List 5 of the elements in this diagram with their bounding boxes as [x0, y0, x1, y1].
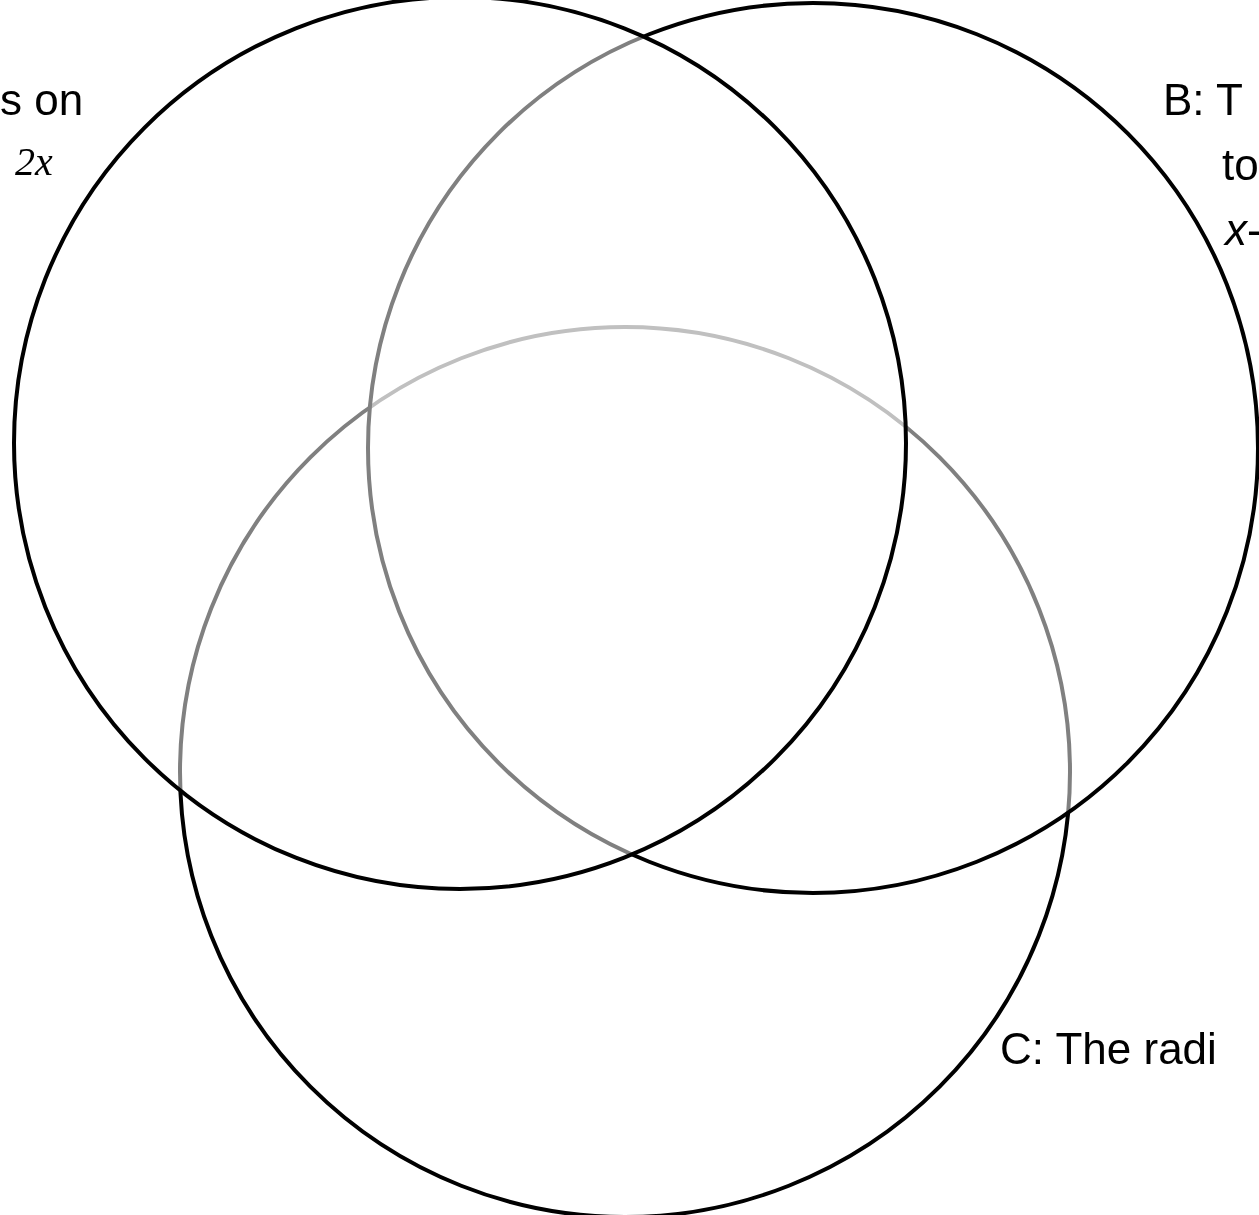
set-label: to: [1222, 143, 1259, 187]
set-label: 2x: [15, 142, 53, 182]
set-label: B: T: [1163, 78, 1243, 122]
set-label: C: The radi: [1000, 1027, 1217, 1071]
set-label: s on: [0, 78, 84, 122]
